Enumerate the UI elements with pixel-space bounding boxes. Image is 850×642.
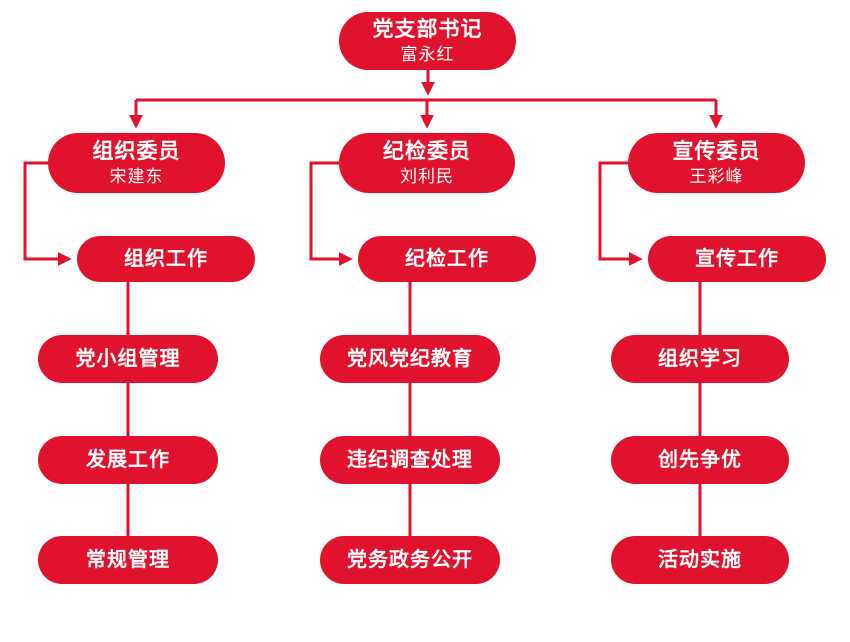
node-task-1-1: 违纪调查处理 [320,436,500,484]
node-work-publicity: 宣传工作 [648,236,826,282]
node-committee-discipline-name: 刘利民 [400,167,454,186]
node-committee-publicity-title: 宣传委员 [672,139,761,163]
node-task-2-1: 创先争优 [611,436,789,484]
edge-committee-0-to-work [23,161,72,266]
node-committee-publicity-name: 王彩峰 [689,167,744,186]
node-work-organization-label: 组织工作 [124,247,208,270]
node-task-1-2: 党务政务公开 [320,536,500,584]
node-secretary-name: 富永红 [400,45,455,64]
node-task-0-0-label: 党小组管理 [75,347,181,370]
node-committee-discipline: 纪检委员 刘利民 [339,133,515,193]
node-task-1-0-label: 党风党纪教育 [347,347,473,370]
edge-committee-1-to-work [309,161,353,266]
node-work-publicity-label: 宣传工作 [695,247,779,270]
node-secretary: 党支部书记 富永红 [339,12,516,70]
node-committee-organization-name: 宋建东 [109,167,164,186]
node-task-2-2-label: 活动实施 [658,548,742,571]
node-task-2-2: 活动实施 [611,536,789,584]
node-task-2-0-label: 组织学习 [658,347,742,370]
edge-committee-2-to-work [598,161,643,266]
node-committee-discipline-title: 纪检委员 [383,139,471,163]
node-committee-organization: 组织委员 宋建东 [48,133,225,193]
node-task-1-0: 党风党纪教育 [320,335,500,383]
node-task-1-1-label: 违纪调查处理 [347,448,473,471]
node-task-0-2-label: 常规管理 [86,548,170,571]
node-task-1-2-label: 党务政务公开 [347,548,473,571]
node-task-0-1: 发展工作 [38,436,218,484]
node-secretary-title: 党支部书记 [372,17,483,41]
node-task-2-0: 组织学习 [611,335,789,383]
node-committee-organization-title: 组织委员 [92,139,181,163]
node-task-0-1-label: 发展工作 [86,448,170,471]
node-work-discipline: 纪检工作 [358,236,536,282]
node-work-discipline-label: 纪检工作 [405,247,489,270]
node-task-2-1-label: 创先争优 [658,448,742,471]
node-work-organization: 组织工作 [77,236,255,282]
node-task-0-2: 常规管理 [38,536,218,584]
node-task-0-0: 党小组管理 [38,335,218,383]
node-committee-publicity: 宣传委员 王彩峰 [628,133,805,193]
